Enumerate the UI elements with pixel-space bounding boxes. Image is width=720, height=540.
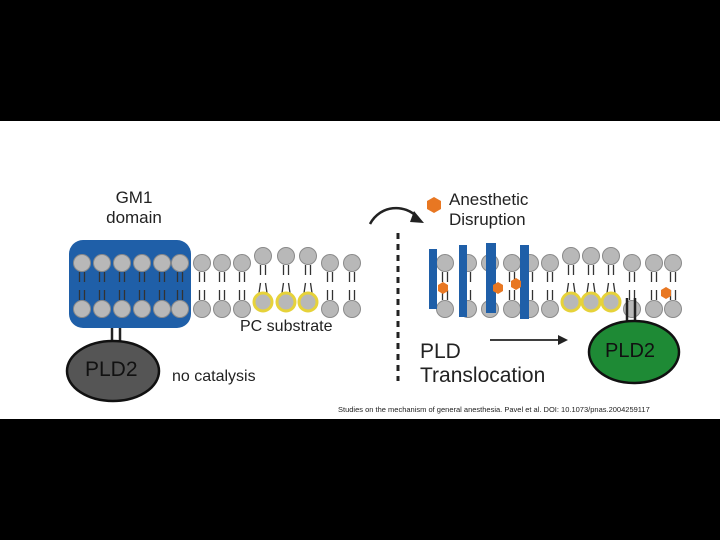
right-membrane [435,246,683,319]
citation: Studies on the mechanism of general anes… [338,405,650,414]
pld2-label-left: PLD2 [85,358,138,381]
pld2-label-right: PLD2 [605,340,656,362]
anesthetic-molecules [438,278,671,299]
pc-substrate-label: PC substrate [240,318,333,335]
membrane-diagram [65,197,683,403]
disrupted-gm1-bars [429,243,529,319]
pld2-enzyme-right [587,319,681,385]
left-membrane [192,246,362,319]
pld2-enzyme-left [65,339,161,403]
anesthetic-hexagon-icon [427,197,441,213]
no-catalysis-label: no catalysis [172,368,256,385]
